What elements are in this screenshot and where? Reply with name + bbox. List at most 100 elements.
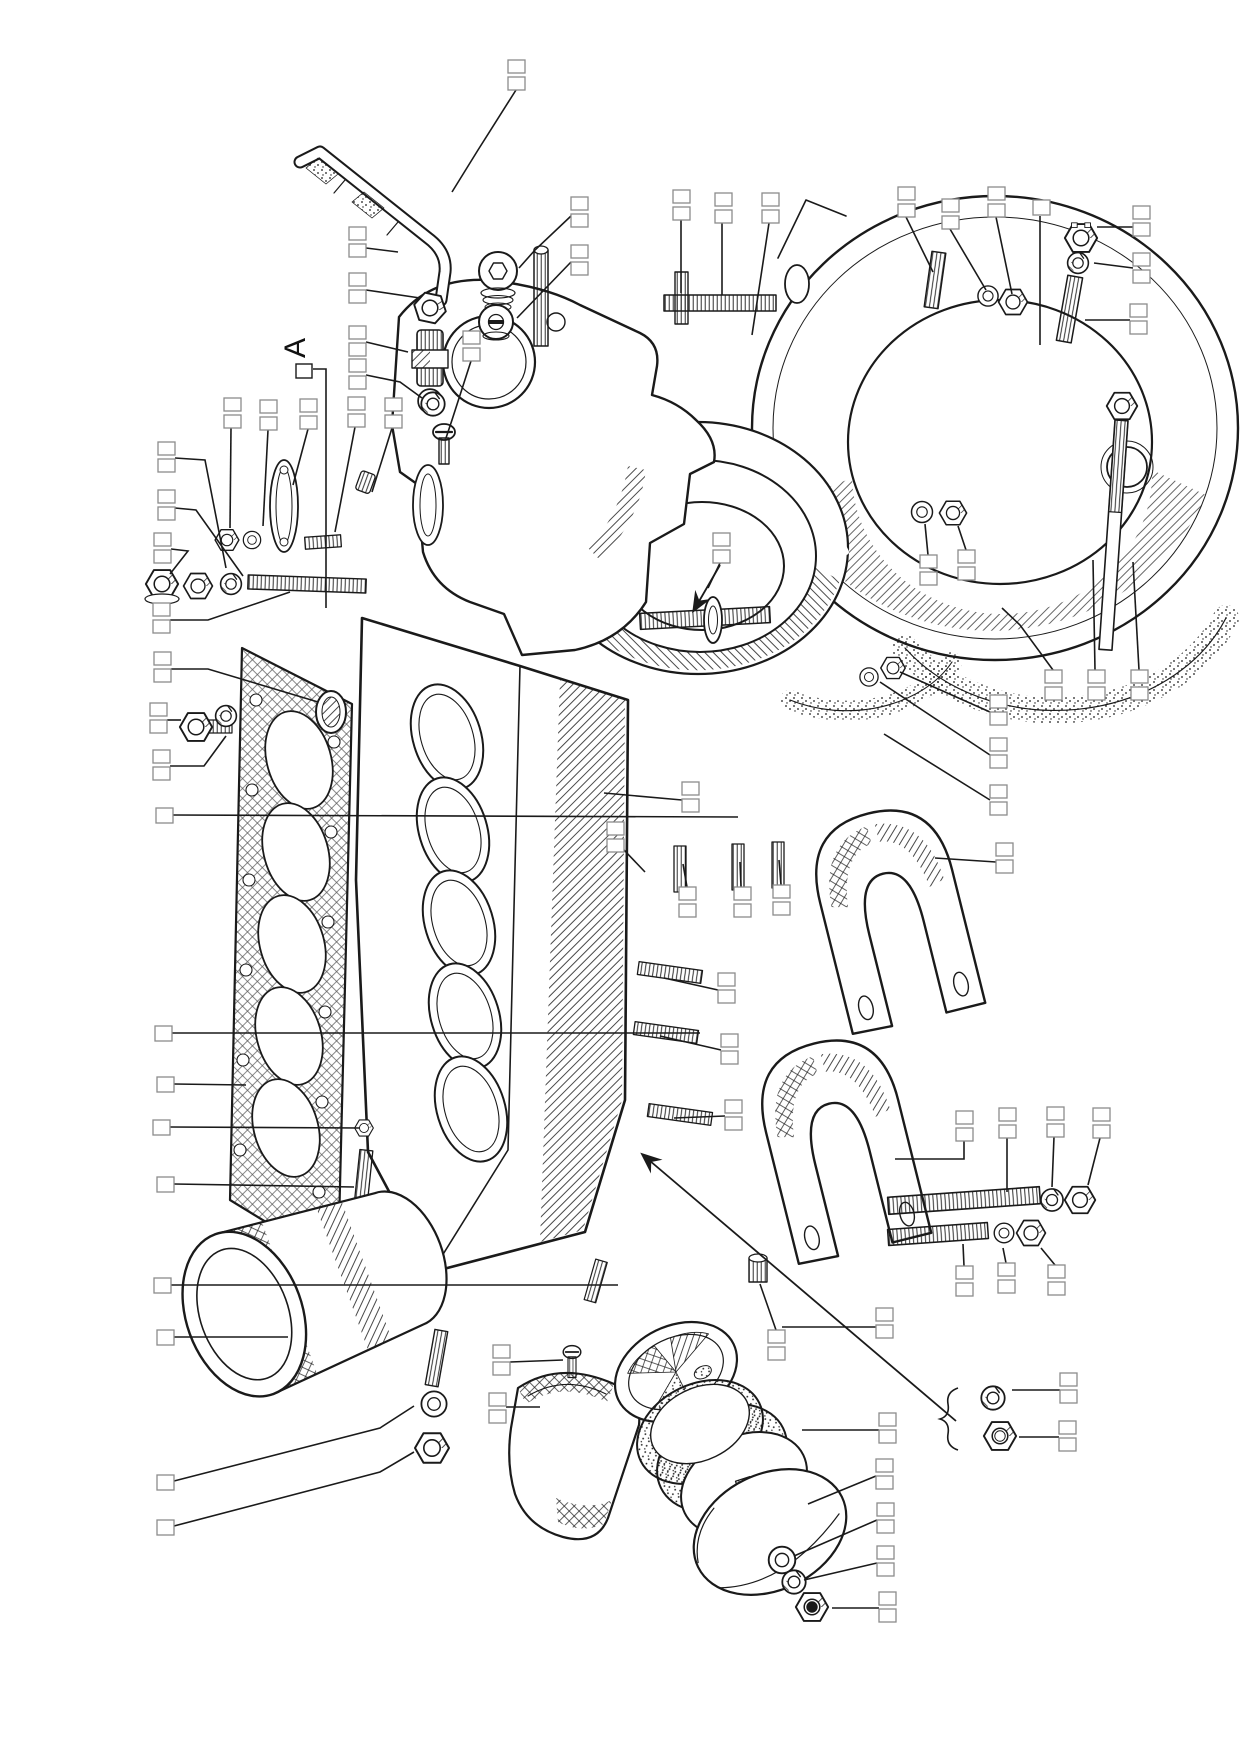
callout-box xyxy=(720,1033,739,1048)
callout-box xyxy=(678,903,697,918)
leader-line-cover-screw xyxy=(445,360,472,439)
nut xyxy=(938,500,968,526)
callout-box xyxy=(989,694,1008,709)
callout-box xyxy=(156,1474,175,1491)
bottom-stud xyxy=(583,1258,608,1304)
ring-plug xyxy=(478,304,514,341)
callout-box xyxy=(876,1502,895,1517)
callout-box xyxy=(152,749,171,764)
callout-box xyxy=(1132,252,1151,267)
callout-box xyxy=(717,972,736,987)
callout-box xyxy=(348,272,367,287)
leader-line-lock-washer xyxy=(1093,262,1134,269)
callout-box xyxy=(1132,222,1151,237)
leader-line-nut xyxy=(1087,1137,1101,1186)
washer xyxy=(910,500,934,524)
housing-washer xyxy=(977,285,999,307)
callout-box xyxy=(998,1107,1017,1122)
callout-box xyxy=(348,325,367,340)
leader-line-washer xyxy=(879,681,991,756)
leader-line-lock-washer xyxy=(803,1562,878,1581)
callout-box xyxy=(156,1076,175,1093)
stud xyxy=(771,841,785,889)
stud-arrow xyxy=(692,564,721,614)
callout-box xyxy=(606,821,625,836)
callout-box xyxy=(157,506,176,521)
callout-box xyxy=(1132,269,1151,284)
callout-box xyxy=(1058,1420,1077,1435)
leader-line-block-stud xyxy=(173,1183,355,1188)
seal-nut xyxy=(880,656,906,680)
callout-box xyxy=(998,1124,1017,1139)
spring-washer xyxy=(214,704,238,728)
mount-lock-washer xyxy=(781,1569,807,1595)
callout-box xyxy=(767,1346,786,1361)
callout-box xyxy=(995,842,1014,857)
callout-box xyxy=(672,189,691,204)
callout-box xyxy=(462,330,481,345)
leader-line-seal-washer xyxy=(365,374,423,399)
callout-box xyxy=(733,903,752,918)
callout-box xyxy=(919,571,938,586)
callout-box xyxy=(348,243,367,258)
callout-box xyxy=(156,1176,175,1193)
callout-box xyxy=(876,1562,895,1577)
leader-line-lock-washer xyxy=(1051,1136,1055,1188)
callout-box xyxy=(156,1519,175,1536)
callout-box xyxy=(875,1307,894,1322)
callout-box xyxy=(878,1412,897,1427)
callout-box xyxy=(1032,199,1051,216)
housing-nut xyxy=(997,288,1029,316)
leader-line-union-nut xyxy=(365,289,421,299)
leader-line-crankcase-rear xyxy=(603,792,683,801)
callout-box xyxy=(507,76,526,91)
callout-box xyxy=(1058,1437,1077,1452)
callout-box xyxy=(989,737,1008,752)
head-gasket xyxy=(228,646,354,1268)
housing-stud xyxy=(923,250,947,310)
callout-box xyxy=(384,397,403,412)
cap-stud xyxy=(646,1102,714,1127)
callout-box xyxy=(348,226,367,241)
callout-box xyxy=(989,754,1008,769)
cylinder-block xyxy=(351,616,630,1304)
long-stud xyxy=(663,294,777,312)
callout-box xyxy=(712,532,731,547)
callout-box xyxy=(1059,1372,1078,1387)
callout-box xyxy=(153,651,172,666)
callout-box xyxy=(919,554,938,569)
callout-box xyxy=(1132,205,1151,220)
callout-box xyxy=(1129,320,1148,335)
leader-line-socket-plug xyxy=(518,215,572,269)
callout-box xyxy=(153,668,172,683)
section-label-box xyxy=(295,363,313,379)
oil-pipe xyxy=(293,145,452,414)
callout-box xyxy=(987,186,1006,201)
threaded-plug xyxy=(303,534,343,550)
callout-box xyxy=(157,489,176,504)
callout-box xyxy=(570,244,589,259)
callout-box xyxy=(570,196,589,211)
leader-line-hex-nut xyxy=(229,427,232,529)
stud xyxy=(731,843,745,891)
nut xyxy=(1063,1185,1097,1215)
callout-box xyxy=(878,1429,897,1444)
callout-box xyxy=(570,213,589,228)
leader-line-oil-pipe xyxy=(365,247,399,253)
callout-box xyxy=(724,1099,743,1114)
leader-line-housing-stud xyxy=(905,216,934,273)
cap-stud-long xyxy=(886,1185,1042,1216)
leader-line-hex-bolt xyxy=(1132,561,1140,671)
callout-box xyxy=(492,1361,511,1376)
callout-box xyxy=(1059,1389,1078,1404)
leader-line-stud xyxy=(623,849,646,873)
leader-line-stud-end xyxy=(174,507,244,577)
leader-line-thrust-plate xyxy=(807,1475,877,1505)
callout-box xyxy=(878,1591,897,1606)
callout-box xyxy=(223,397,242,412)
leader-line-seal-ring xyxy=(1001,607,1054,671)
callout-box xyxy=(989,784,1008,799)
leader-line-oval-cover xyxy=(292,428,309,486)
callout-box xyxy=(1047,1281,1066,1296)
